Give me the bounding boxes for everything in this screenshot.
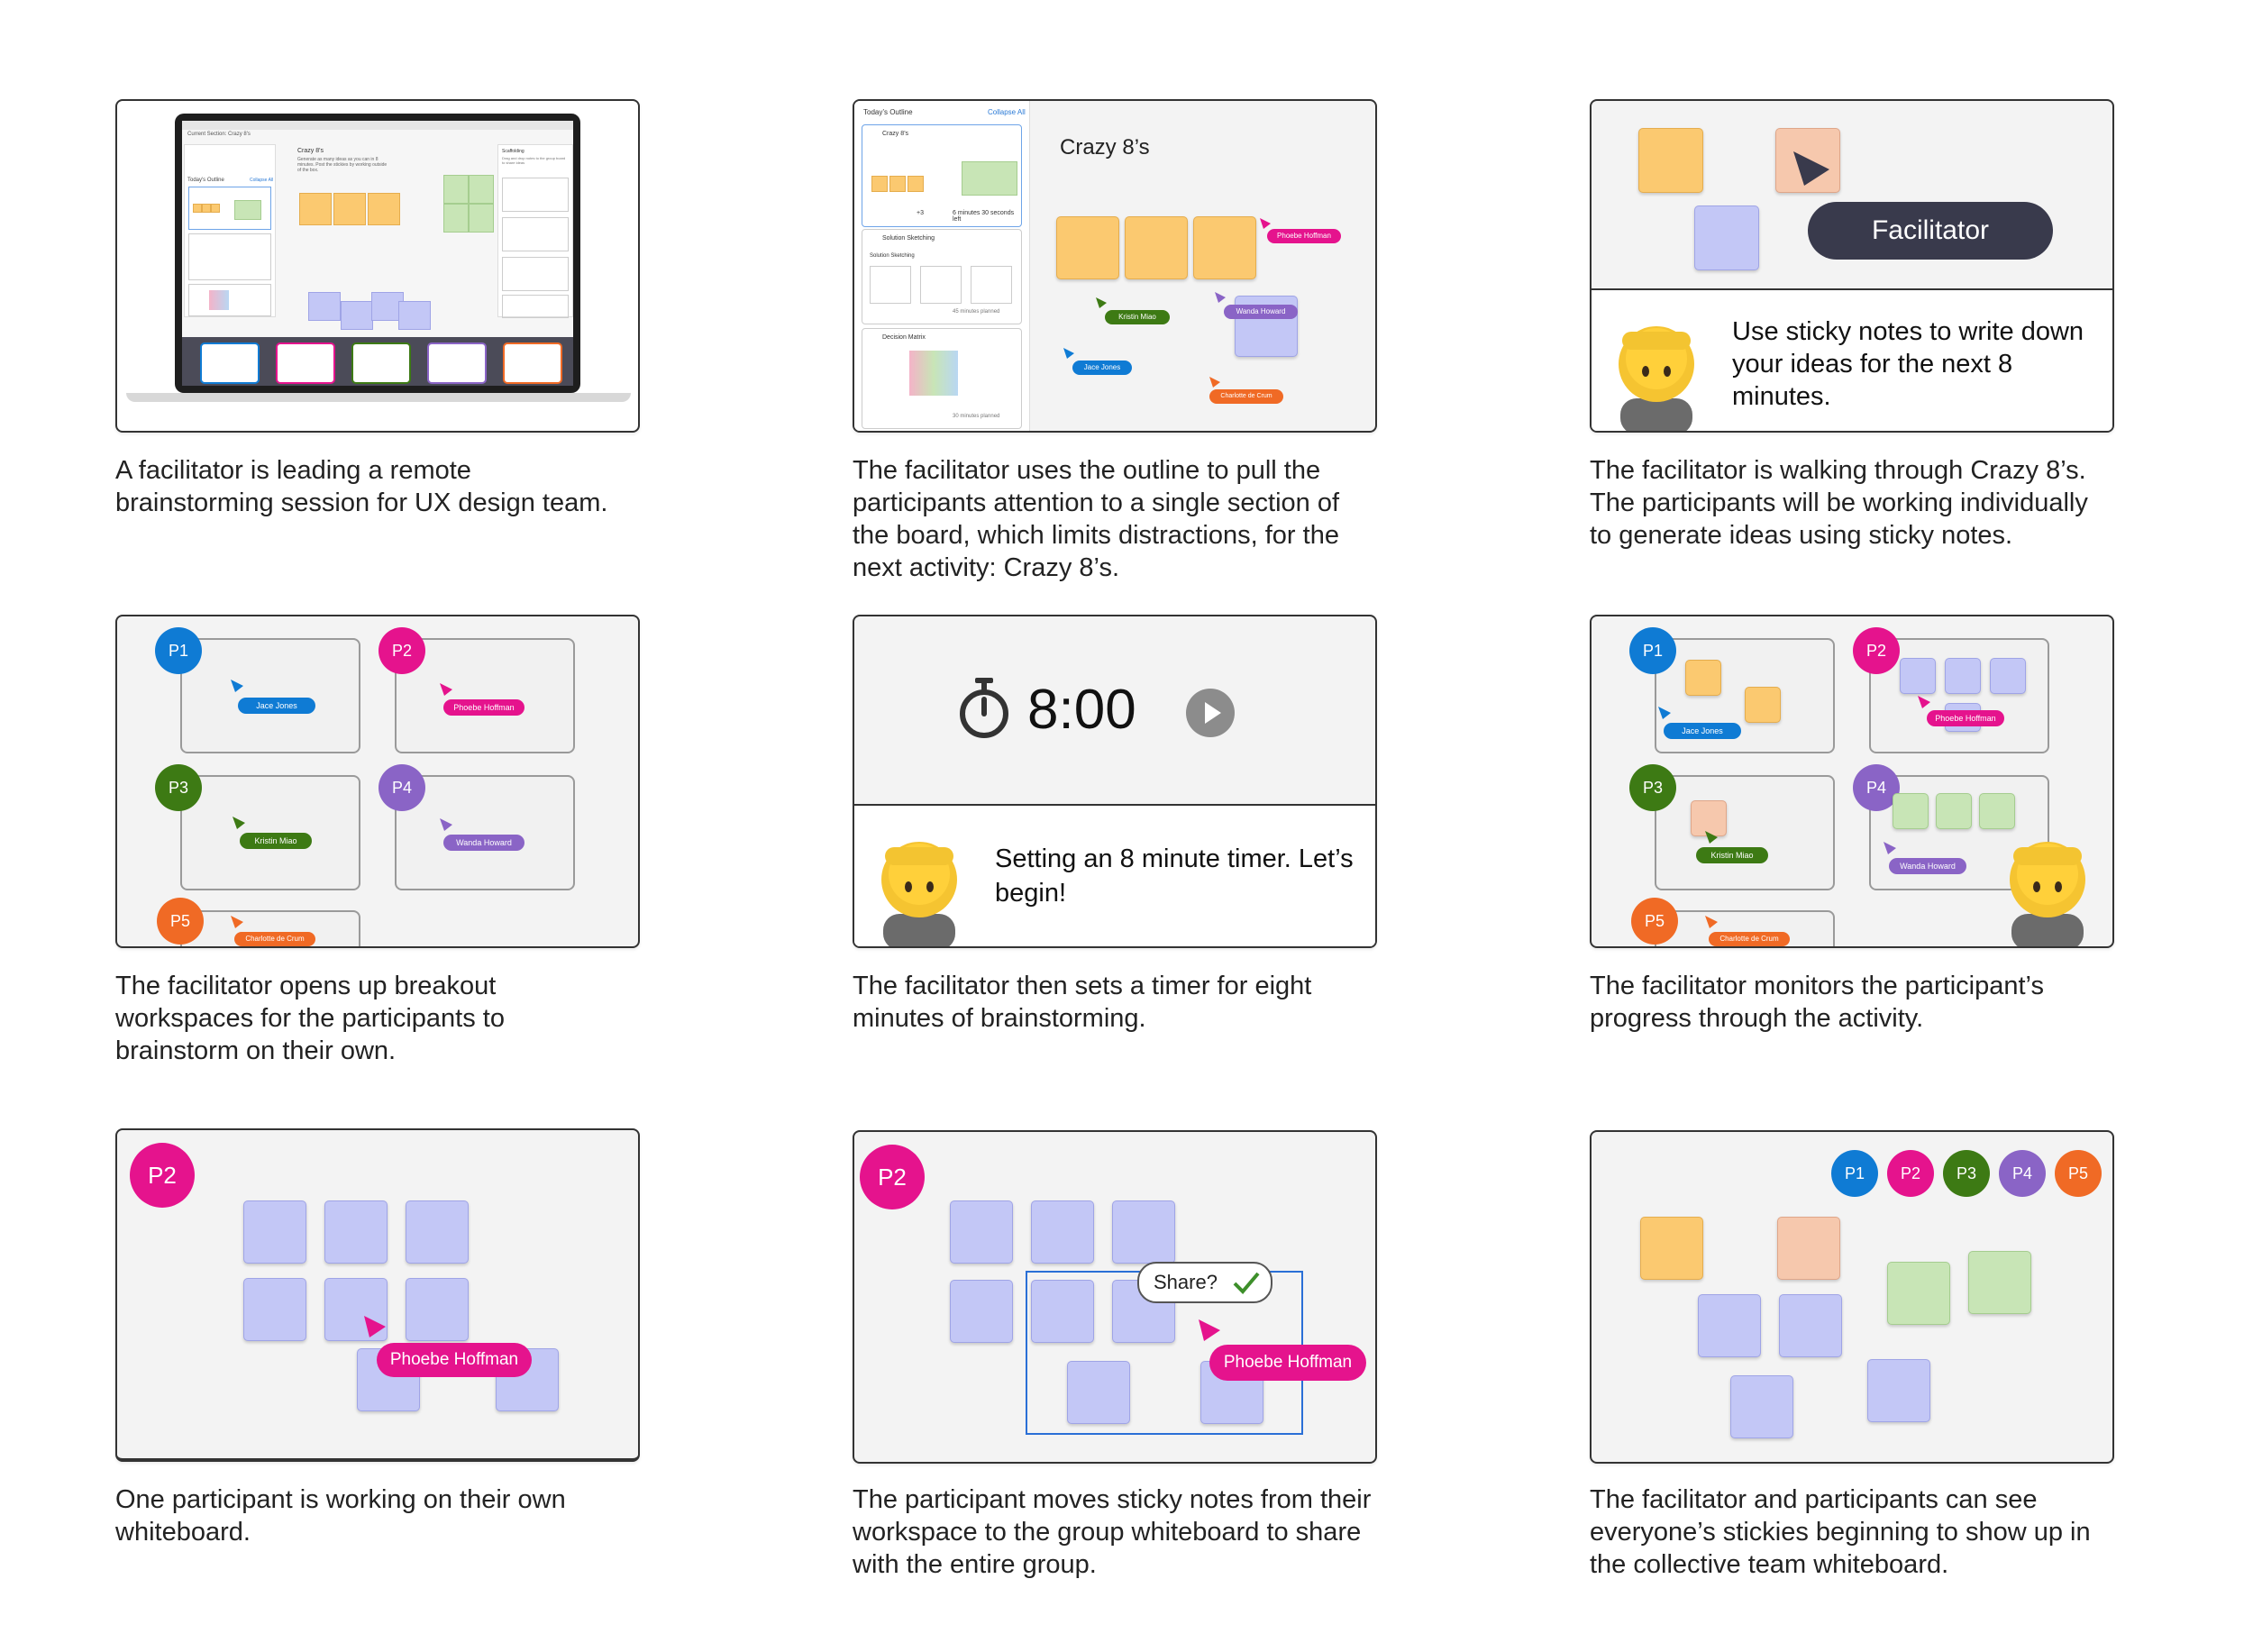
caption-9: The facilitator and participants can see… [1590, 1483, 2112, 1581]
laptop-outline-title: Today's Outline [187, 178, 224, 183]
panel-timer: 8:00 Setting an 8 minute timer. Let’s be… [853, 615, 1377, 948]
caption-4: The facilitator opens up breakout worksp… [115, 970, 620, 1067]
cursor-icon [231, 916, 245, 930]
caption-3: The facilitator is walking through Crazy… [1590, 454, 2112, 552]
cursor-icon [1096, 297, 1108, 310]
facilitator-avatar-icon [869, 817, 970, 948]
outline-item-sketching[interactable]: Solution Sketching Solution Sketching 45… [862, 229, 1022, 324]
cursor-icon [1884, 842, 1898, 856]
tag-charlotte: Charlotte de Crum [1209, 389, 1283, 404]
video-tile-p1 [200, 342, 260, 384]
panel-outline: Today’s Outline Collapse All Crazy 8’s 6… [853, 99, 1377, 433]
badge-p2: P2 [379, 627, 425, 674]
share-button[interactable]: Share? [1137, 1262, 1272, 1303]
participant-video-bar [182, 337, 573, 386]
tag-kristin: Kristin Miao [1105, 310, 1170, 324]
caption-2: The facilitator uses the outline to pull… [853, 454, 1375, 584]
timer-value: 8:00 [1027, 676, 1136, 744]
badge-p1: P1 [155, 627, 202, 674]
badge-p5: P5 [157, 898, 204, 945]
badge-p2: P2 [130, 1143, 195, 1208]
outline-heading: Crazy 8’s [1060, 135, 1150, 160]
cursor-icon [1197, 1318, 1224, 1345]
laptop-screen: Current Section: Crazy 8's Today's Outli… [175, 114, 580, 393]
video-tile-p4 [427, 342, 487, 384]
laptop-base [126, 393, 631, 402]
outline-avatars-more: +3 [917, 210, 924, 216]
panel-monitor: P1 P2 P3 P4 P5 Jace Jones Phoebe Hoffman… [1590, 615, 2114, 948]
outline-timer: 6 minutes 30 seconds left [953, 210, 1021, 223]
cursor-icon [440, 683, 454, 698]
stopwatch-icon [957, 676, 1011, 741]
panel-breakouts: P1 P2 P3 P4 P5 Jace Jones Phoebe Hoffman… [115, 615, 640, 948]
checkmark-icon [1231, 1269, 1262, 1296]
cursor-icon [231, 680, 245, 694]
cursor-icon [1792, 150, 1833, 191]
cursor-icon [1705, 916, 1719, 930]
play-icon [1186, 689, 1235, 737]
cursor-icon [1063, 348, 1076, 361]
caption-6: The facilitator monitors the participant… [1590, 970, 2112, 1035]
outline-title: Today’s Outline [863, 108, 913, 116]
facilitator-avatar-icon [1606, 301, 1707, 433]
timer-speech: Setting an 8 minute timer. Let’s begin! [995, 842, 1355, 910]
cursor-icon [1658, 707, 1673, 721]
badge-p3: P3 [155, 764, 202, 811]
outline-collapse[interactable]: Collapse All [988, 108, 1026, 116]
tag-phoebe: Phoebe Hoffman [1209, 1345, 1366, 1381]
panel-team-board: P1 P2 P3 P4 P5 [1590, 1130, 2114, 1464]
cursor-icon [233, 817, 247, 831]
video-tile-p3 [351, 342, 411, 384]
tag-phoebe: Phoebe Hoffman [377, 1343, 532, 1377]
badge-p4: P4 [379, 764, 425, 811]
cursor-icon [1705, 831, 1719, 845]
outline-sidebar: Today’s Outline Collapse All Crazy 8’s 6… [854, 101, 1030, 433]
cursor-icon [440, 818, 454, 833]
laptop-side-text: Drag and drop notes to the group board t… [502, 156, 569, 165]
tag-jace: Jace Jones [1072, 361, 1132, 375]
cursor-icon [1918, 696, 1932, 710]
play-button[interactable] [1186, 689, 1235, 737]
laptop-section-title: Crazy 8's [297, 148, 324, 154]
tag-phoebe: Phoebe Hoffman [1267, 229, 1341, 243]
panel-share: P2 Share? Phoebe Hoffman [853, 1130, 1377, 1464]
caption-5: The facilitator then sets a timer for ei… [853, 970, 1375, 1035]
panel-facilitator: Facilitator Use sticky notes to write do… [1590, 99, 2114, 433]
facilitator-label: Facilitator [1808, 202, 2053, 260]
caption-8: The participant moves sticky notes from … [853, 1483, 1375, 1581]
video-tile-p2 [276, 342, 335, 384]
share-label: Share? [1154, 1271, 1218, 1294]
facilitator-avatar-icon [1997, 817, 2098, 948]
cursor-icon [1209, 377, 1222, 389]
badge-p2: P2 [860, 1145, 925, 1209]
outline-item-crazy8[interactable]: Crazy 8’s 6 minutes 30 seconds left +3 [862, 124, 1022, 227]
tag-wanda: Wanda Howard [1224, 305, 1298, 319]
video-tile-p5 [503, 342, 562, 384]
laptop-collapse[interactable]: Collapse All [250, 178, 273, 183]
panel-own-board: P2 Phoebe Hoffman [115, 1128, 640, 1462]
caption-7: One participant is working on their own … [115, 1483, 620, 1548]
laptop-side-title: Scaffolding [502, 149, 524, 154]
cursor-icon [1215, 292, 1227, 305]
cursor-icon [1260, 218, 1272, 231]
cursor-icon [362, 1314, 389, 1341]
laptop-section-text: Generate as many ideas as you can in 8 m… [297, 157, 388, 173]
laptop-header: Current Section: Crazy 8's [187, 132, 251, 137]
outline-item-matrix[interactable]: Decision Matrix 30 minutes planned [862, 328, 1022, 429]
facilitator-speech: Use sticky notes to write down your idea… [1732, 315, 2093, 413]
caption-1: A facilitator is leading a remote brains… [115, 454, 620, 519]
workspace-p1 [180, 638, 360, 753]
panel-laptop: Current Section: Crazy 8's Today's Outli… [115, 99, 640, 433]
